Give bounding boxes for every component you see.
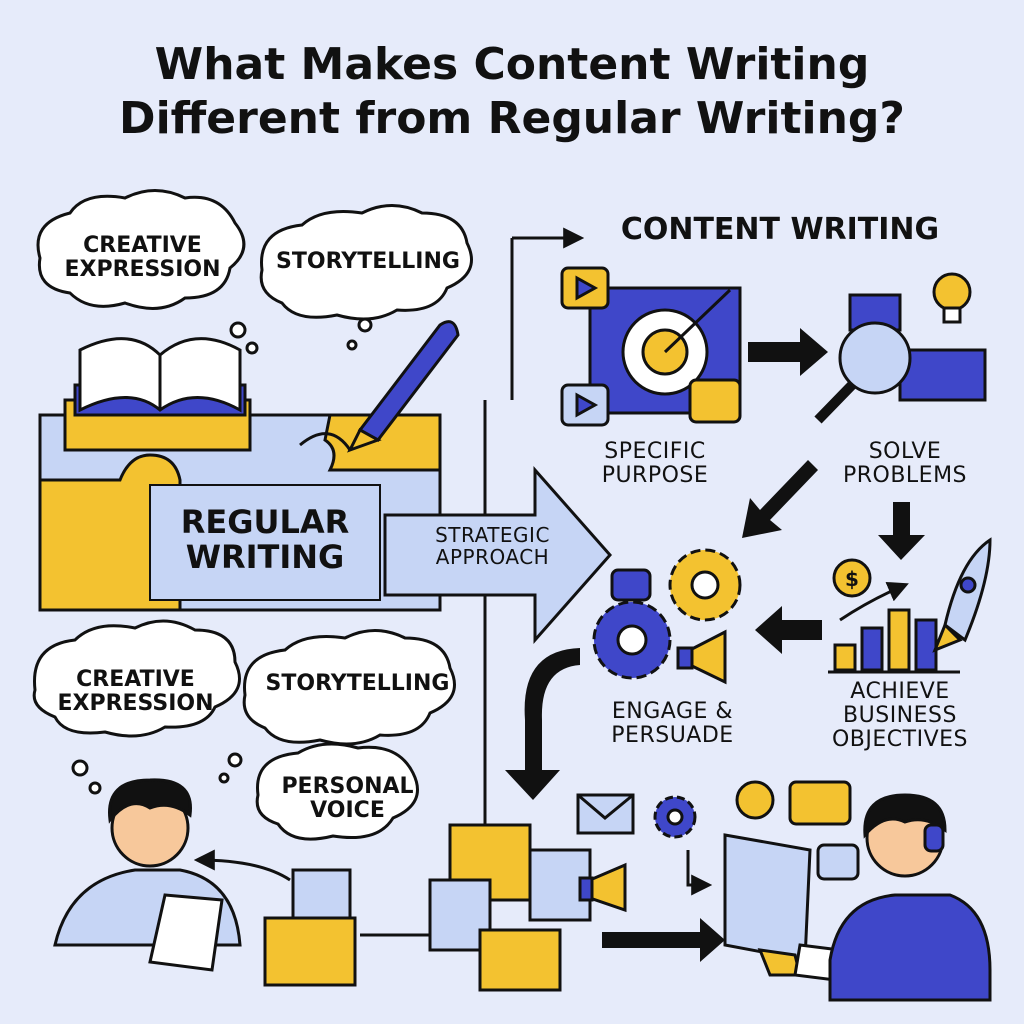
- puzzle-pieces-bottom: [263, 823, 592, 992]
- target-board-icon: [560, 266, 742, 427]
- rocket-icon: [932, 537, 992, 653]
- thought-bubble-top-1: [36, 189, 259, 355]
- black-arrow-right-bottom: [602, 918, 725, 962]
- black-arrow-diagonal: [742, 460, 818, 538]
- book-stack-icon: [63, 337, 252, 452]
- regular-writing-label: REGULAR WRITING: [180, 503, 350, 576]
- bubble-creative-expression-top: CREATIVE EXPRESSION: [64, 233, 221, 282]
- gears-icon: [592, 548, 742, 680]
- step-achieve-business-objectives: ACHIEVE BUSINESS OBJECTIVES: [831, 679, 968, 752]
- bubble-storytelling-top: STORYTELLING: [276, 249, 460, 274]
- chat-bubble-icon: [735, 780, 860, 881]
- headset-person-icon: [828, 793, 992, 1002]
- page-title: What Makes Content Writing Different fro…: [119, 39, 905, 144]
- thumbs-up-icon: [610, 568, 652, 602]
- step-solve-problems: SOLVE PROBLEMS: [842, 439, 968, 488]
- envelope-icon: [576, 793, 635, 835]
- thought-bubble-bottom-3: [255, 742, 419, 841]
- regular-writing-puzzle: [38, 413, 442, 612]
- thought-bubble-top-2: [259, 204, 473, 351]
- black-arrow-down-right: [878, 502, 925, 560]
- gear-icon-small: [653, 795, 697, 839]
- step-specific-purpose: SPECIFIC PURPOSE: [601, 439, 709, 488]
- strategic-approach-label: STRATEGIC APPROACH: [435, 523, 550, 569]
- dollar-sign: $: [845, 567, 859, 591]
- thought-bubble-bottom-2: [218, 629, 456, 784]
- writer-person-icon: [53, 778, 242, 972]
- lightbulb-icon: [932, 272, 972, 324]
- pen-icon: [299, 320, 460, 453]
- megaphone-icon: [676, 629, 727, 685]
- dollar-coin-icon: [832, 558, 872, 598]
- growth-chart-icon: [828, 581, 960, 674]
- bubble-personal-voice: PERSONAL VOICE: [281, 774, 414, 823]
- step-engage-persuade: ENGAGE & PERSUADE: [611, 699, 734, 748]
- strategic-approach-arrow: [383, 466, 613, 644]
- content-writing-header: CONTENT WRITING: [620, 212, 940, 247]
- magnifier-puzzle-icon: [814, 293, 987, 424]
- bubble-storytelling-bottom: STORYTELLING: [265, 671, 450, 696]
- megaphone-icon-bottom: [578, 862, 627, 913]
- black-arrow-down-left: [505, 648, 580, 800]
- black-arrow-left-mid: [755, 606, 822, 654]
- thought-bubble-bottom-1: [32, 619, 241, 795]
- black-arrow-right-top: [748, 328, 828, 376]
- bubble-creative-expression-bottom: CREATIVE EXPRESSION: [57, 667, 214, 716]
